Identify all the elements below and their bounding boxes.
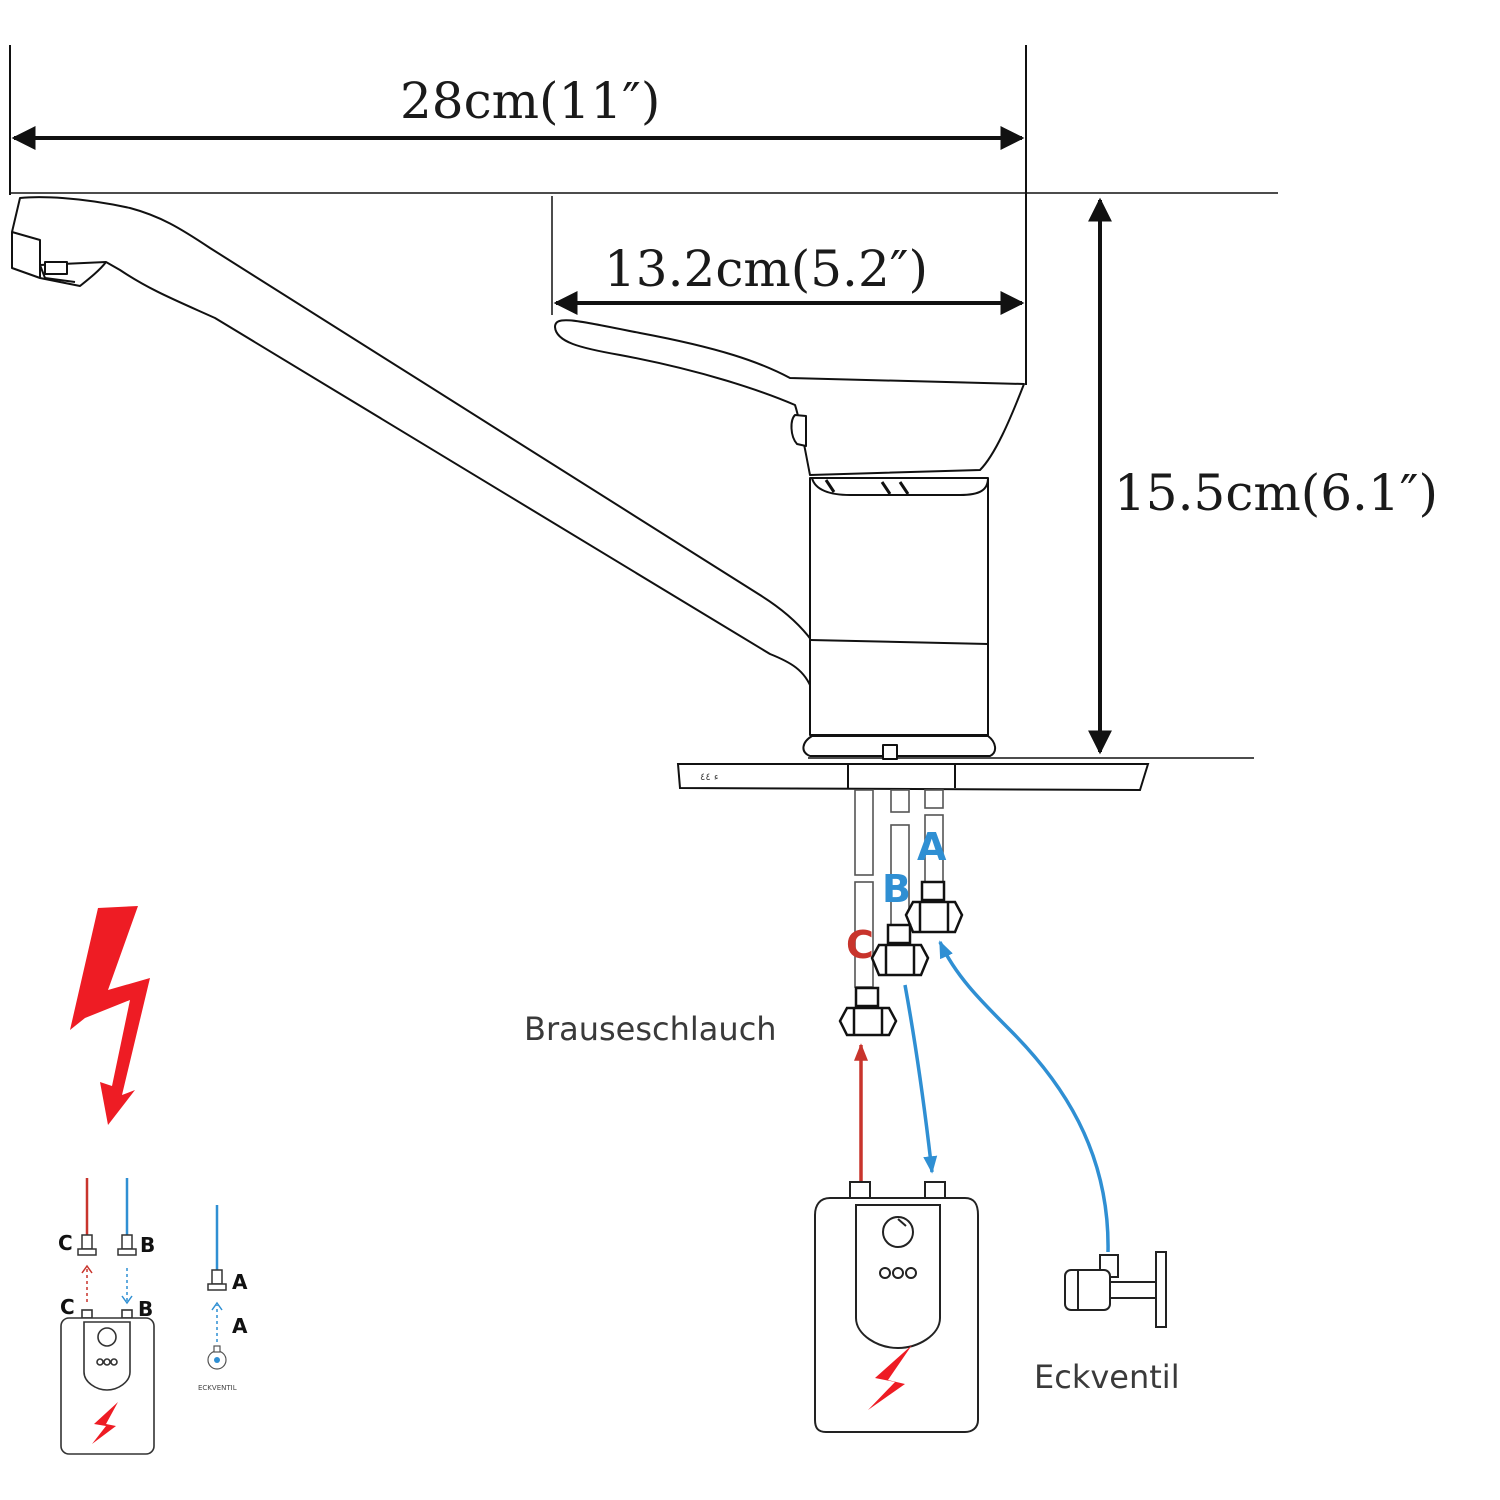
mini-water-heater-icon	[60, 1309, 155, 1455]
faucet-body	[809, 477, 989, 736]
mini-label-b-bottom: B	[138, 1297, 153, 1321]
mini-angle-valve-icon	[207, 1345, 227, 1370]
shower-hose-label: Brauseschlauch	[524, 1010, 777, 1048]
mini-label-b-top: B	[140, 1233, 155, 1257]
flow-lines	[854, 940, 1110, 1253]
faucet-base	[802, 735, 996, 757]
mini-legend: C B C B A A ECKVENTIL	[58, 1178, 248, 1455]
faucet	[11, 196, 1025, 760]
pipe-a-upper	[924, 789, 944, 809]
dimension-lines	[9, 45, 1278, 759]
mini-label-a-bottom: A	[232, 1314, 248, 1338]
heater-lightning-icon	[868, 1345, 912, 1410]
handle-lever-pin	[790, 414, 807, 447]
pipe-c-upper	[854, 789, 874, 876]
body-seam	[809, 639, 989, 645]
countertop: ء ٤٤	[676, 763, 1150, 792]
nut-a	[904, 880, 964, 934]
nut-c	[838, 986, 898, 1037]
dim-label-reach: 13.2cm(5.2″)	[604, 240, 928, 298]
angle-valve-label: Eckventil	[1034, 1358, 1180, 1396]
body-ring-grooves	[824, 479, 910, 495]
base-stem	[882, 744, 898, 760]
body-ring	[811, 477, 989, 496]
mini-label-c-bottom: C	[60, 1295, 75, 1319]
nut-b	[870, 923, 930, 977]
mini-label-a-top: A	[232, 1270, 248, 1294]
dim-label-total: 28cm(11″)	[400, 72, 660, 130]
cold-flow-from-valve	[938, 940, 1110, 1253]
aerator-tab	[44, 261, 68, 275]
angle-valve-icon	[1064, 1251, 1167, 1328]
dim-label-height: 15.5cm(6.1″)	[1114, 464, 1438, 522]
connector-label-c: C	[846, 923, 874, 967]
connector-label-b: B	[882, 867, 911, 911]
svg-text:ء ٤٤: ء ٤٤	[700, 772, 719, 783]
mini-angle-valve-label: ECKVENTIL	[198, 1384, 237, 1392]
connector-label-a: A	[917, 825, 947, 869]
water-heater-icon	[814, 1181, 979, 1433]
mini-lightning-icon	[92, 1402, 118, 1444]
faucet-handle	[554, 319, 1025, 476]
pipe-b-upper	[890, 789, 910, 813]
lightning-bolt-icon	[70, 906, 150, 1125]
hex-nuts	[838, 880, 964, 1037]
supply-pipes	[854, 789, 944, 988]
mini-label-c-top: C	[58, 1231, 73, 1255]
cold-flow-to-heater	[903, 984, 938, 1174]
